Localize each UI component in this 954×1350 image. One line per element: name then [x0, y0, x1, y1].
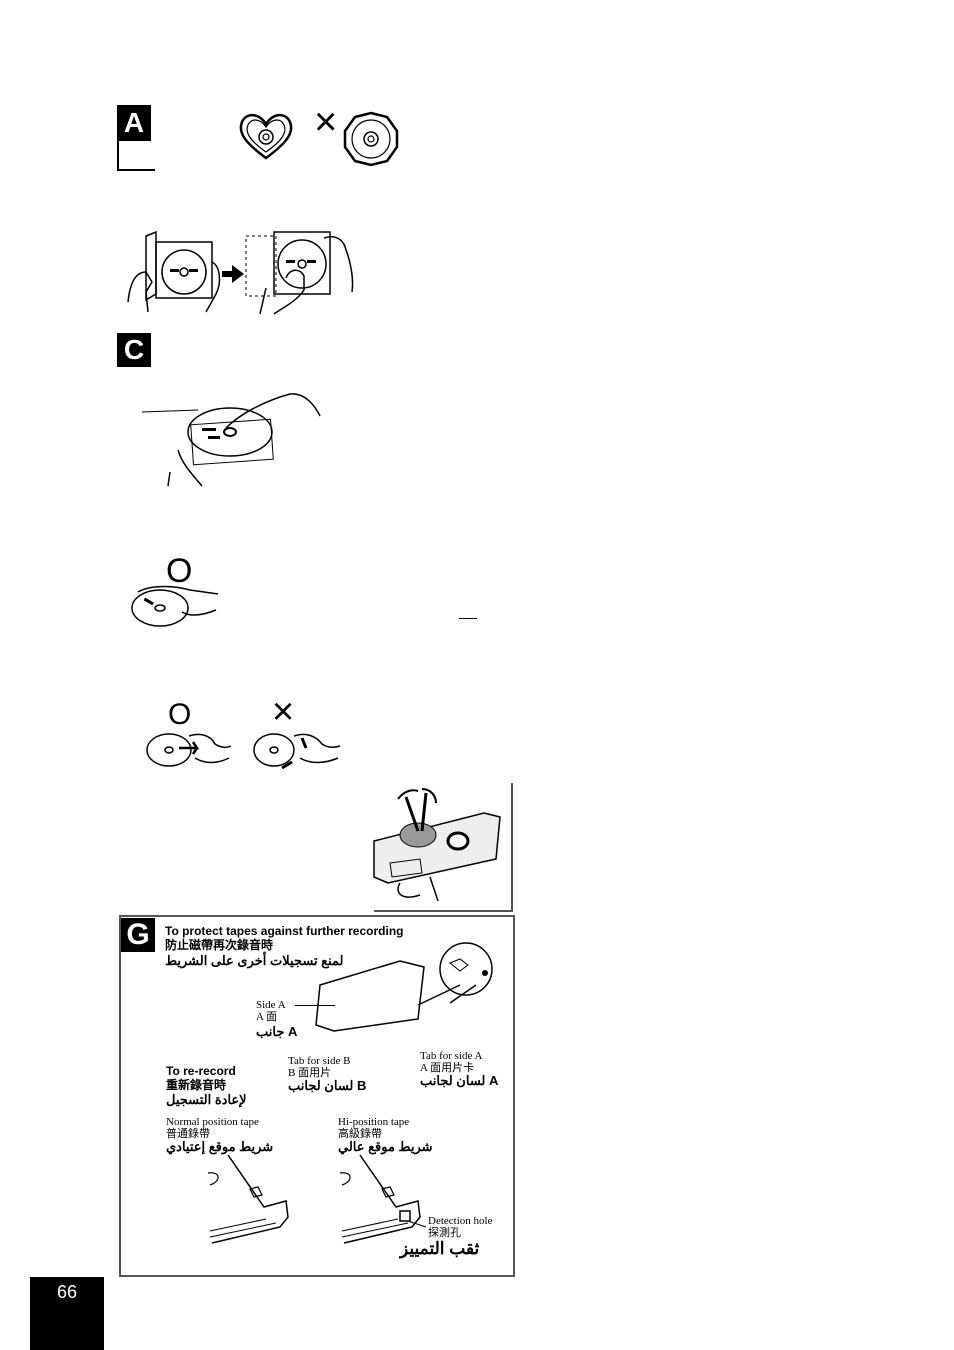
g-tab-b-zh: B 面用片	[288, 1067, 332, 1079]
disc-wipe-circular-illustration	[253, 733, 341, 770]
cassette-pencil-illustration	[373, 783, 513, 912]
holding-ok-mark: O	[166, 552, 193, 590]
g-rerecord-en: To re-record	[166, 1064, 236, 1078]
g-rerecord-zh: 重新錄音時	[166, 1078, 227, 1092]
g-side-a-zh: A 面	[256, 1011, 278, 1023]
g-normal-en: Normal position tape	[166, 1116, 259, 1128]
section-a-badge: A	[117, 105, 151, 141]
g-rerecord-ar: لإعادة التسجيل	[166, 1092, 247, 1107]
g-tab-b-en: Tab for side B	[288, 1055, 351, 1067]
g-tab-a-en: Tab for side A	[420, 1050, 483, 1062]
g-title-en: To protect tapes against further recordi…	[165, 924, 404, 938]
cassette-tab-illustration	[315, 942, 493, 1032]
octagon-disc-icon	[343, 111, 399, 167]
disc-holding-illustration	[131, 585, 219, 627]
g-normal-zh: 普通錄帶	[166, 1128, 210, 1140]
g-detect-ar: ثقب التمييز	[400, 1239, 480, 1258]
g-side-a-ar: جانب A	[256, 1024, 298, 1039]
disc-case-open-illustration	[127, 230, 221, 313]
section-a-bracket	[117, 141, 155, 171]
section-c-badge: C	[117, 333, 151, 367]
normal-tape-corner-illustration	[207, 1154, 289, 1244]
wipe-ng-mark: ×	[272, 691, 295, 733]
wipe-ok-mark: O	[168, 698, 192, 731]
section-g-panel	[119, 915, 515, 1277]
g-detect-en: Detection hole	[428, 1215, 493, 1227]
section-a-no-mark: ×	[314, 100, 338, 144]
g-hi-zh: 高級錄帶	[338, 1128, 382, 1140]
g-tab-a-zh: A 面用片卡	[420, 1062, 475, 1074]
disc-press-center-illustration	[245, 231, 354, 315]
heart-disc-icon	[239, 113, 293, 160]
g-detect-zh: 探測孔	[428, 1227, 461, 1239]
page-number: 66	[30, 1277, 104, 1350]
g-side-a-en: Side A	[256, 999, 286, 1011]
g-hi-ar: شريط موقع عالي	[338, 1139, 433, 1154]
g-tab-a-ar: لسان لجانب A	[420, 1073, 499, 1088]
section-g-badge: G	[121, 918, 155, 952]
g-tab-b-ar: لسان لجانب B	[288, 1078, 367, 1093]
arrow-right-icon	[222, 265, 244, 283]
g-hi-en: Hi-position tape	[338, 1116, 410, 1128]
hi-tape-corner-illustration	[339, 1154, 427, 1244]
g-title-ar: لمنع تسجيلات أخرى على الشريط	[165, 953, 344, 968]
g-title-zh: 防止磁帶再次錄音時	[165, 938, 274, 952]
disc-wipe-straight-illustration	[146, 733, 232, 767]
g-normal-ar: شريط موقع إعتيادي	[166, 1139, 274, 1154]
disc-placing-illustration	[141, 393, 321, 487]
short-dash	[459, 618, 477, 619]
g-side-a-pointer	[295, 1005, 335, 1006]
